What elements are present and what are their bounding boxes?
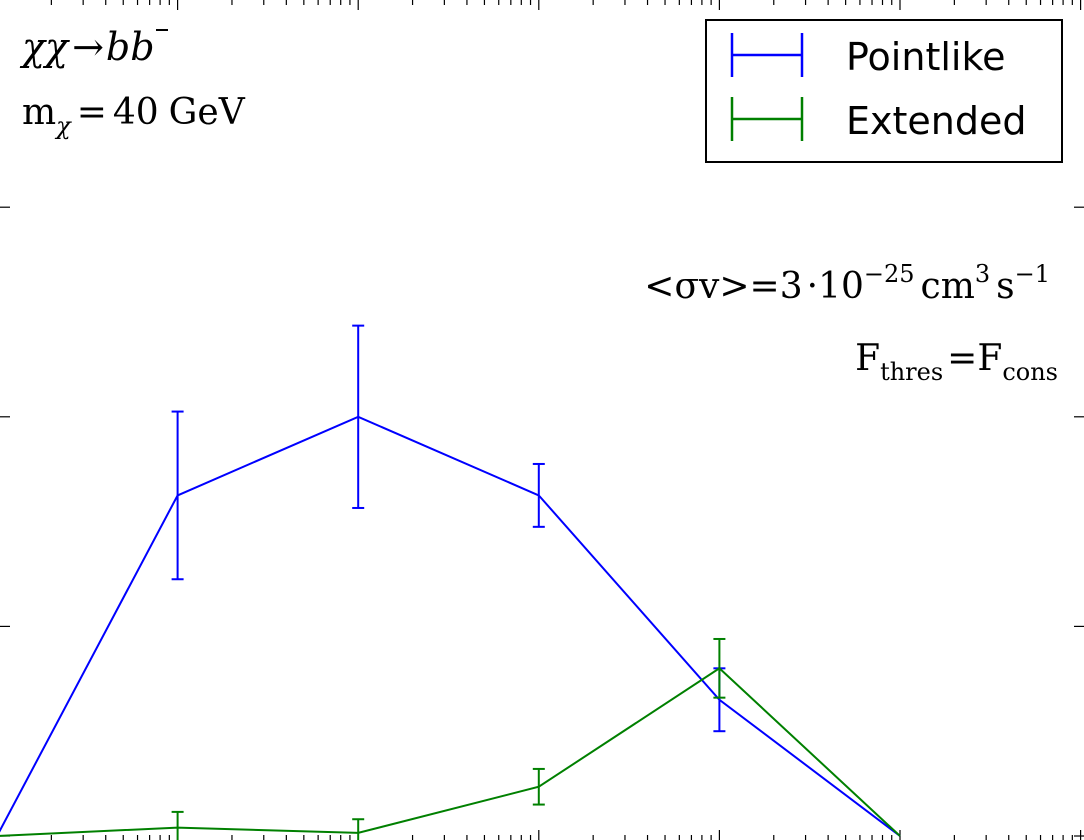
threshold-annotation: Fthres=Fcons [855,338,1058,386]
legend-marker-pointlike [730,33,804,77]
chart-marks [0,324,901,840]
error-bar-pointlike [352,324,365,509]
error-bar-extended [352,818,365,840]
series-line-pointlike [0,415,901,837]
error-bar-extended [713,637,726,699]
bbar-char: b [130,25,154,69]
legend: Pointlike Extended [705,19,1063,163]
legend-box [705,19,1063,163]
error-bar-extended [532,767,545,806]
legend-label-extended: Extended [846,99,1026,143]
series-line-extended [0,667,901,837]
error-bar-pointlike [171,410,184,581]
error-bar-pointlike [532,462,545,528]
error-bar-extended [171,810,184,840]
legend-label-pointlike: Pointlike [846,35,1006,79]
process-annotation: χχ→bb [19,25,155,69]
legend-marker-extended [730,97,804,141]
